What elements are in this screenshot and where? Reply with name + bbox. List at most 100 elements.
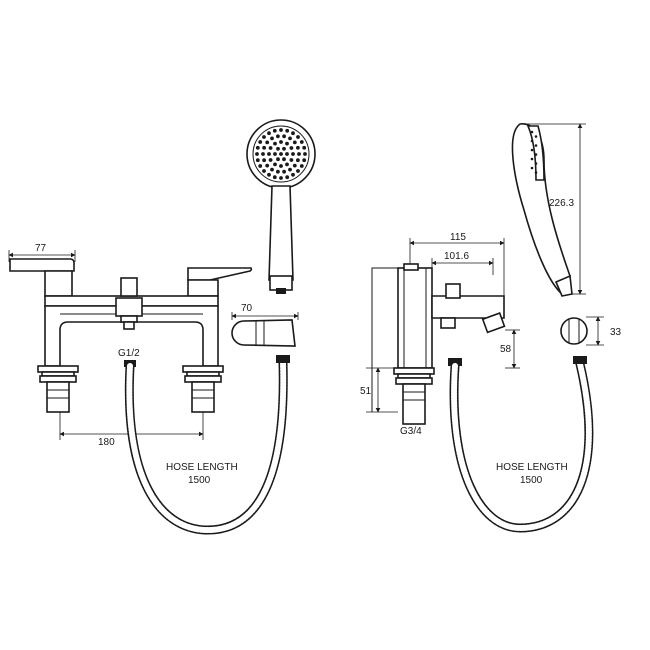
spray-nozzle [268,158,273,162]
tap-body [44,277,219,367]
spray-nozzle [302,158,307,163]
spray-nozzle [276,157,280,162]
shower-hose-front [124,355,290,535]
spray-nozzle [261,152,265,156]
spray-nozzle [530,130,534,134]
spray-nozzle [282,169,286,174]
side-view: 115 101.6 [360,123,622,533]
spray-nozzle [270,136,274,141]
spray-nozzle [272,128,277,133]
spray-nozzle [276,169,280,174]
spray-nozzle [272,175,277,180]
spray-nozzle [282,134,286,139]
spray-nozzle [288,136,292,141]
spray-nozzle [292,163,297,168]
dim-label-115: 115 [450,232,466,243]
dim-label-51: 51 [360,386,372,397]
spray-nozzle [292,140,297,145]
spray-nozzle [262,169,266,173]
spray-nozzle [267,131,271,136]
spray-nozzle [258,140,263,144]
spray-nozzle [262,135,266,139]
spray-nozzle [282,157,286,162]
spray-nozzle [265,140,270,145]
spray-nozzle [299,164,304,168]
hose-length-title-front: HOSE LENGTH [166,462,238,473]
spray-nozzle [285,152,289,156]
spray-nozzle [273,162,277,167]
spray-nozzle [291,172,295,177]
tap-body-side [397,263,506,369]
spray-nozzle [262,158,266,163]
spray-nozzle [534,162,538,165]
spray-nozzle [296,135,300,139]
dimension-58: 58 [500,329,520,369]
thread-label-g12: G1/2 [118,348,140,359]
spray-nozzle [291,131,295,136]
front-view: 77 [8,119,316,535]
dimension-226-3: 226.3 [520,123,586,295]
spray-nozzle [297,152,301,156]
spray-nozzle [265,163,270,168]
dimension-77: 77 [8,243,76,262]
dim-label-180: 180 [98,437,115,448]
dimension-115: 115 [409,232,505,300]
spray-nozzle [530,166,534,170]
spray-nozzle [273,141,277,146]
spray-nozzle [296,169,300,173]
spray-nozzle [289,158,294,162]
spray-nozzle [255,158,260,163]
left-deck-leg [37,365,79,413]
dim-label-33: 33 [610,327,622,338]
spray-nozzle [291,152,295,156]
spray-nozzle [289,146,294,150]
hose-length-title-side: HOSE LENGTH [496,462,568,473]
spray-nozzle [530,157,534,161]
spray-nozzle [285,175,290,180]
spray-nozzle [303,152,307,156]
spray-nozzle [530,139,534,143]
dim-label-226-3: 226.3 [549,198,574,209]
hose-length-value-front: 1500 [188,475,211,486]
dim-label-101-6: 101.6 [444,251,469,262]
spray-nozzle [534,135,538,138]
wall-bracket-front: 70 [231,303,299,347]
spray-nozzle [255,145,260,150]
left-handle [9,258,75,297]
spray-nozzle [534,171,538,174]
spray-nozzle [282,146,286,151]
spray-nozzle [262,145,266,150]
spray-nozzle [255,152,259,156]
spray-nozzle [279,164,283,168]
dim-label-58: 58 [500,344,512,355]
spray-nozzles [255,128,307,180]
spray-nozzle [285,128,290,133]
spray-nozzle [288,167,292,172]
spray-nozzle [296,145,300,150]
handshower-front [246,119,316,294]
dim-label-77: 77 [35,243,47,254]
spray-nozzle [267,172,271,177]
deck-leg-side [393,367,435,425]
spray-nozzle [279,128,283,132]
spray-nozzle [258,164,263,168]
spray-nozzle [530,148,534,152]
spray-nozzle [534,153,538,156]
spray-nozzle [285,141,289,146]
right-deck-leg [182,365,224,413]
spray-nozzle [267,152,271,156]
shower-hose-side [449,356,594,533]
dim-label-70: 70 [241,303,253,314]
spray-nozzle [534,144,538,147]
spray-nozzle [273,152,277,156]
spray-nozzle [279,140,283,144]
spray-nozzle [279,176,283,180]
spray-nozzle [276,134,280,139]
dimension-101-6: 101.6 [431,251,494,275]
spray-nozzle [302,145,307,150]
right-handle [187,267,253,297]
thread-label-g34: G3/4 [400,426,422,437]
spray-nozzle [299,140,304,144]
dimension-51: 51 [360,267,398,413]
